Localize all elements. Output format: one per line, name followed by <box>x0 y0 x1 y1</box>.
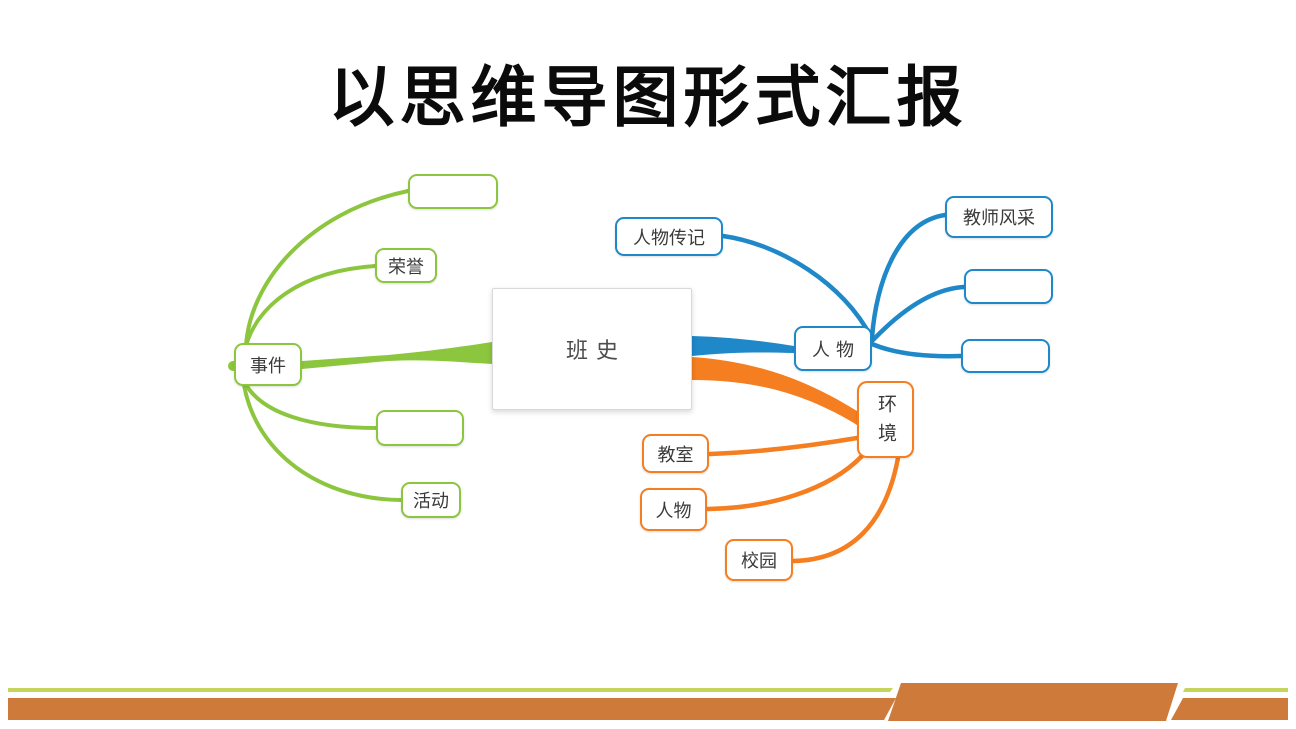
node-environment-label: 环境 <box>875 393 896 452</box>
footer-decoration <box>8 683 1288 721</box>
node-honor-label: 荣誉 <box>388 256 424 277</box>
node-people: 人物 <box>794 326 872 371</box>
edge-events-to-activities <box>242 383 403 502</box>
node-activities: 活动 <box>401 482 461 518</box>
ribbon-root-to-people <box>692 336 794 356</box>
edge-people-to-teacher-style <box>869 212 948 341</box>
footer-bar-left <box>8 698 896 720</box>
ribbon-root-to-events <box>302 342 492 369</box>
node-environment: 环境 <box>857 381 914 458</box>
edge-events-to-empty-bottom <box>243 381 378 430</box>
node-blue-empty-2 <box>961 339 1050 373</box>
node-biography: 人物传记 <box>615 217 723 256</box>
node-campus-label: 校园 <box>741 551 777 571</box>
edge-environment-to-campus <box>790 455 901 564</box>
node-blue-empty-1 <box>964 269 1053 304</box>
footer-accent-line-right <box>1183 688 1288 692</box>
node-activities-label: 活动 <box>413 491 449 511</box>
node-honor: 荣誉 <box>375 248 437 283</box>
edge-environment-to-people-sub <box>705 453 865 512</box>
node-teacher-style-label: 教师风采 <box>963 208 1035 228</box>
slide-title: 以思维导图形式汇报 <box>328 60 968 134</box>
node-people-label: 人物 <box>812 339 860 360</box>
blue-branch-edges <box>720 212 967 359</box>
node-campus: 校园 <box>725 539 793 581</box>
green-branch-edges <box>242 189 410 502</box>
node-events: 事件 <box>234 343 302 386</box>
footer-parallelogram <box>888 683 1178 721</box>
node-teacher-style: 教师风采 <box>945 196 1053 238</box>
node-people-sub: 人物 <box>640 488 707 531</box>
edge-events-to-honor <box>243 264 377 351</box>
edge-biography-to-people <box>720 233 874 340</box>
node-green-empty-1 <box>408 174 498 209</box>
footer-bar-right <box>1171 698 1288 720</box>
node-biography-label: 人物传记 <box>633 227 705 248</box>
node-class-history: 班史 <box>492 288 692 410</box>
orange-branch-edges <box>705 435 901 564</box>
node-events-label: 事件 <box>250 355 286 376</box>
ribbon-root-to-environment <box>692 357 857 425</box>
node-classroom: 教室 <box>642 434 709 473</box>
node-classroom-label: 教室 <box>657 444 694 465</box>
edge-people-to-empty-bottom <box>869 341 964 359</box>
footer-accent-line-left <box>8 688 893 692</box>
node-green-empty-2 <box>376 410 464 446</box>
edge-people-to-empty-mid <box>870 284 967 343</box>
edge-environment-to-classroom <box>707 435 860 457</box>
edge-events-to-empty-top <box>244 189 410 348</box>
node-people-sub-label: 人物 <box>655 500 692 521</box>
node-class-history-label: 班史 <box>565 338 626 363</box>
